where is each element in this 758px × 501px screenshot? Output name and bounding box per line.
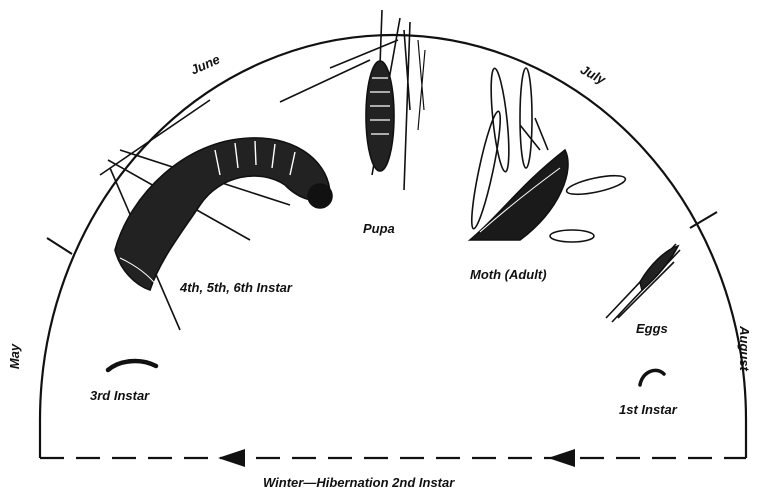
month-label-may: May	[8, 344, 21, 369]
eggs-illustration	[606, 244, 680, 322]
third-instar-larva-icon	[108, 361, 156, 370]
first-instar-larva-icon	[640, 370, 664, 385]
arrow-left-icon	[218, 449, 245, 467]
stage-label-late-instars: 4th, 5th, 6th Instar	[180, 281, 292, 294]
stage-label-third-instar: 3rd Instar	[90, 389, 149, 402]
stage-label-moth: Moth (Adult)	[470, 268, 547, 281]
month-label-august: August	[738, 326, 751, 371]
late-instar-larva-illustration	[100, 100, 332, 330]
stage-label-eggs: Eggs	[636, 322, 668, 335]
stage-label-pupa: Pupa	[363, 222, 395, 235]
stage-label-first-instar: 1st Instar	[619, 403, 677, 416]
moth-illustration	[467, 68, 627, 242]
tick-may-june	[47, 238, 72, 254]
arrow-left-icon	[548, 449, 575, 467]
winter-caption: Winter—Hibernation 2nd Instar	[263, 476, 454, 489]
